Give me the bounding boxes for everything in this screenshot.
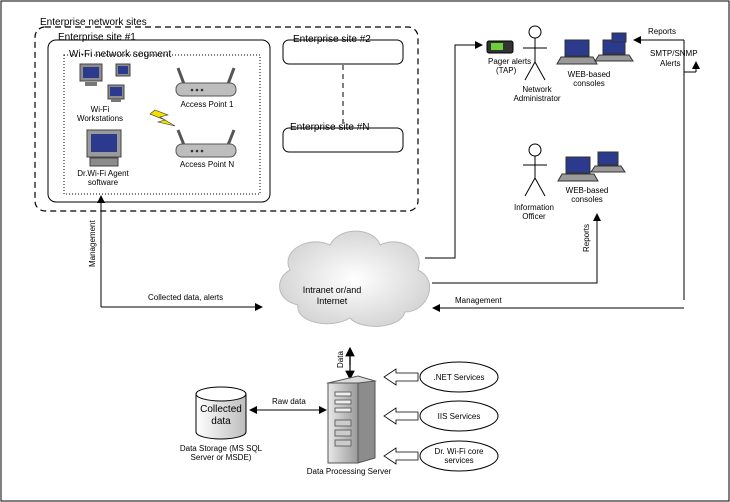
core-services-label-2: services bbox=[444, 456, 473, 465]
workstations-label-2: Workstations bbox=[77, 114, 123, 123]
admin-label-1: Network bbox=[522, 85, 552, 94]
wifi-segment-label: Wi-Fi network segment bbox=[69, 49, 171, 60]
admin-label-2: Administrator bbox=[513, 94, 560, 103]
internet-label-2: Internet bbox=[317, 296, 348, 306]
access-point-1-label: Access Point 1 bbox=[181, 100, 234, 109]
iis-block-arrow bbox=[383, 407, 419, 425]
web-consoles-top-label-2: consoles bbox=[573, 79, 605, 88]
core-services-label-1: Dr. Wi-Fi core bbox=[435, 447, 484, 456]
net-services-ellipse bbox=[419, 361, 499, 393]
collected-data-label: Collected data, alerts bbox=[148, 293, 223, 302]
enterprise-sites-label: Enterprise network sites bbox=[40, 17, 147, 28]
server-label: Data Processing Server bbox=[307, 467, 392, 476]
siteN-box bbox=[282, 127, 404, 153]
access-point-1-icon bbox=[175, 67, 237, 97]
pager-icon bbox=[486, 40, 514, 54]
information-officer-icon bbox=[523, 143, 547, 197]
agent-label-1: Dr.Wi-Fi Agent bbox=[77, 169, 129, 178]
web-consoles-bottom-label-1: WEB-based bbox=[566, 186, 609, 195]
internet-label-1: Intranet or/and bbox=[303, 285, 362, 295]
siteN-label: Enterprise site #N bbox=[290, 122, 369, 133]
data-storage-cylinder-icon bbox=[195, 386, 247, 440]
web-consoles-bottom-icon bbox=[557, 151, 626, 182]
pager-alert-arrow bbox=[425, 41, 483, 259]
collected-cylinder-label-1: Collected bbox=[200, 404, 242, 415]
web-consoles-top-icon bbox=[556, 32, 634, 65]
site1-label: Enterprise site #1 bbox=[58, 32, 136, 43]
agent-pc-icon bbox=[86, 129, 122, 167]
enterprise-sites-box bbox=[34, 26, 419, 212]
officer-label-2: Officer bbox=[522, 212, 546, 221]
access-point-n-icon bbox=[175, 129, 237, 158]
storage-label-1: Data Storage (MS SQL bbox=[180, 444, 263, 453]
site2-label: Enterprise site #2 bbox=[293, 34, 371, 45]
net-block-arrow bbox=[383, 368, 419, 386]
data-processing-server-icon bbox=[326, 375, 377, 464]
smtp-label-1: SMTP/SNMP bbox=[650, 49, 698, 58]
internet-cloud bbox=[279, 230, 431, 327]
site1-box bbox=[47, 39, 271, 203]
core-services-ellipse bbox=[419, 440, 499, 472]
network-administrator-icon bbox=[523, 25, 547, 81]
raw-data-label: Raw data bbox=[272, 397, 306, 406]
net-services-label: .NET Services bbox=[434, 373, 485, 382]
collected-cylinder-label-2: data bbox=[211, 416, 231, 427]
data-arrow-label: Data bbox=[336, 351, 345, 368]
site2-box bbox=[282, 39, 404, 65]
web-consoles-top-label-1: WEB-based bbox=[568, 70, 611, 79]
storage-label-2: Server or MSDE) bbox=[191, 453, 252, 462]
workstations-icon bbox=[79, 63, 131, 102]
wireless-lightning-icon bbox=[149, 109, 176, 127]
iis-services-label: IIS Services bbox=[438, 412, 481, 421]
officer-label-1: Information bbox=[514, 203, 554, 212]
reports-top-label: Reports bbox=[648, 27, 676, 36]
management-left-label: Management bbox=[88, 220, 97, 267]
service-block-arrows bbox=[383, 368, 419, 465]
iis-services-ellipse bbox=[419, 400, 499, 432]
workstations-label-1: Wi-Fi bbox=[91, 105, 110, 114]
pager-label-2: (TAP) bbox=[496, 66, 517, 75]
wifi-segment-box bbox=[63, 54, 261, 195]
pager-label-1: Pager alerts bbox=[488, 57, 531, 66]
management-right-label: Management bbox=[455, 296, 502, 305]
agent-label-2: software bbox=[88, 178, 119, 187]
core-block-arrow bbox=[383, 447, 419, 465]
smtp-label-2: Alerts bbox=[660, 59, 680, 68]
access-point-n-label: Access Point N bbox=[180, 160, 234, 169]
web-consoles-bottom-label-2: consoles bbox=[571, 195, 603, 204]
reports-side-arrow bbox=[432, 213, 601, 284]
reports-side-label: Reports bbox=[582, 224, 591, 252]
